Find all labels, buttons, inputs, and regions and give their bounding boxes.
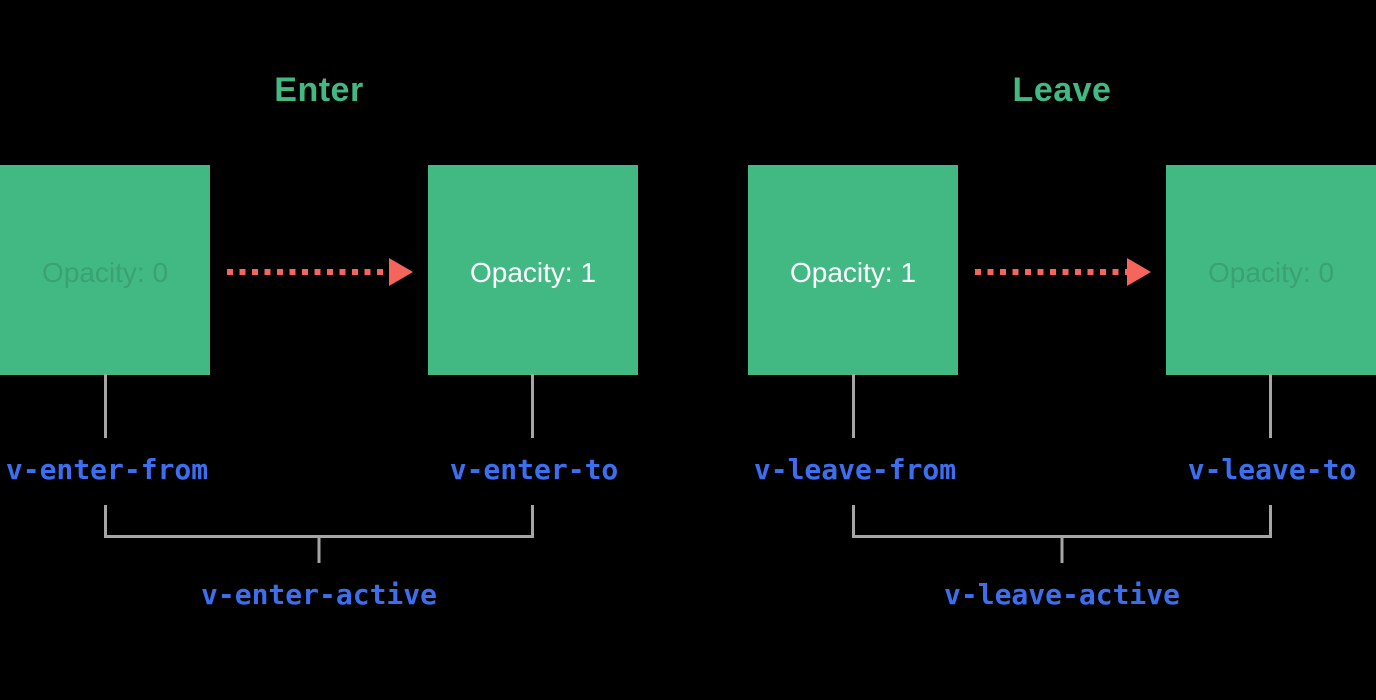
arrow-head-icon — [389, 258, 413, 286]
opacity-value-label: Opacity: 0 — [1207, 256, 1335, 288]
to-class-label: v-leave-to — [1187, 453, 1357, 486]
leave-section: Leave Opacity: 1 Opacity: 0 v-leave-from… — [748, 0, 1376, 700]
connector-line-to — [1269, 374, 1272, 438]
leave-from-box: Opacity: 1 — [748, 165, 958, 375]
enter-heading: Enter — [274, 71, 364, 109]
active-class-label: v-enter-active — [200, 578, 438, 611]
opacity-value-label: Opacity: 0 — [41, 256, 169, 288]
connector-line-from — [104, 374, 107, 438]
opacity-value-label: Opacity: 1 — [789, 256, 917, 288]
transition-arrow — [227, 258, 413, 286]
arrow-head-icon — [1127, 258, 1151, 286]
arrow-dashed-line — [227, 269, 389, 275]
bracket-stem-line — [317, 537, 321, 563]
transition-arrow — [975, 258, 1151, 286]
to-class-label: v-enter-to — [449, 453, 619, 486]
enter-to-box: Opacity: 1 — [428, 165, 638, 375]
bracket-stem-line — [1060, 537, 1064, 563]
active-class-label: v-leave-active — [943, 578, 1181, 611]
active-range-bracket — [104, 505, 534, 538]
from-class-label: v-leave-from — [753, 453, 957, 486]
enter-section: Enter Opacity: 0 Opacity: 1 v-enter-from… — [0, 0, 638, 700]
arrow-dashed-line — [975, 269, 1127, 275]
from-class-label: v-enter-from — [5, 453, 209, 486]
connector-line-from — [852, 374, 855, 438]
leave-heading: Leave — [1012, 71, 1112, 109]
enter-from-box: Opacity: 0 — [0, 165, 210, 375]
opacity-value-label: Opacity: 1 — [469, 256, 597, 288]
connector-line-to — [531, 374, 534, 438]
active-range-bracket — [852, 505, 1272, 538]
leave-to-box: Opacity: 0 — [1166, 165, 1376, 375]
